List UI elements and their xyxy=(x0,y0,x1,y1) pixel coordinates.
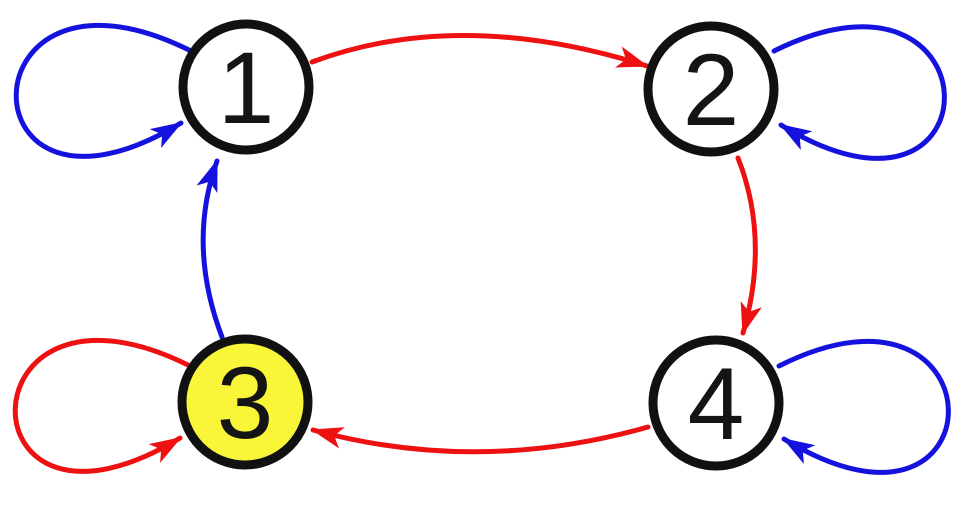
edge-4-to-3 xyxy=(310,424,651,455)
node-1-label: 1 xyxy=(218,31,275,145)
state-node-4: 4 xyxy=(648,335,784,471)
self-loop-edge-4 xyxy=(776,339,951,475)
self-loop-edge-2 xyxy=(771,24,947,161)
state-node-3: 3 xyxy=(177,334,313,470)
node-4-label: 4 xyxy=(688,347,745,461)
node-2-circle xyxy=(643,21,779,157)
state-node-1: 1 xyxy=(178,19,314,155)
edge-3-to-1 xyxy=(196,158,225,340)
node-4-circle xyxy=(648,335,784,471)
state-node-2: 2 xyxy=(643,21,779,157)
node-3-label: 3 xyxy=(217,346,274,460)
self-loop-edge-3 xyxy=(12,338,191,474)
node-2-label: 2 xyxy=(683,33,740,147)
node-1-circle xyxy=(178,19,314,155)
node-3-circle xyxy=(177,334,313,470)
edge-2-to-4 xyxy=(735,155,762,336)
self-loop-edge-1 xyxy=(13,23,192,159)
edge-1-to-2 xyxy=(309,32,650,69)
